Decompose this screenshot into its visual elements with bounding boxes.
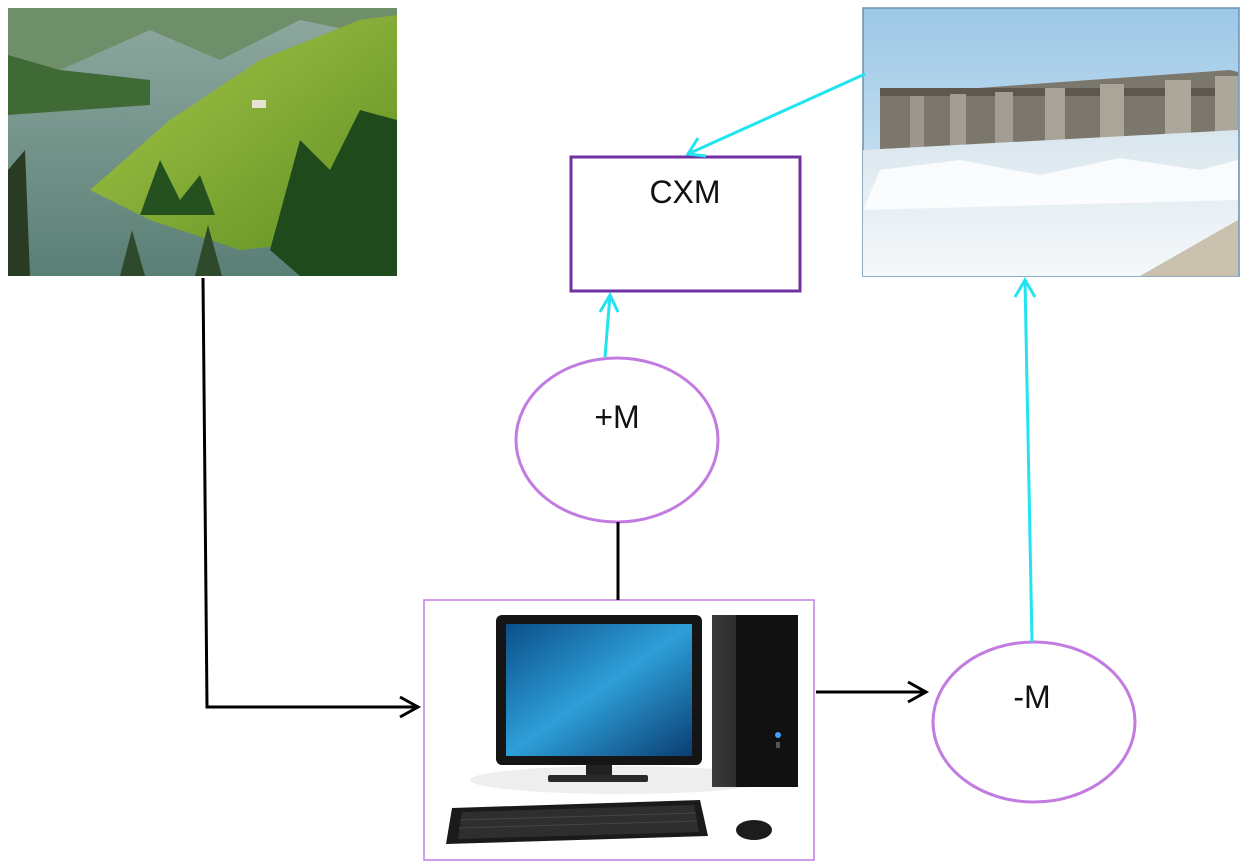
dam-to-cxm-arrow [687, 72, 866, 156]
plus-m-node: +M [514, 356, 720, 524]
dam-to-cxm-arrowhead [685, 137, 707, 158]
cxm-box: CXM [569, 155, 802, 293]
minus-m-node: -M [931, 640, 1137, 804]
plus-m-to-cxm-arrowhead [598, 291, 620, 313]
dam-spillway-photo [862, 7, 1240, 277]
lake-landscape-photo [8, 8, 397, 276]
plus-m-label: +M [594, 399, 639, 435]
computer-image [423, 599, 815, 861]
lake-to-computer-arrowhead [399, 695, 422, 719]
lake-to-computer-arrow [201, 277, 418, 709]
cyan-connectors [598, 72, 1037, 643]
cxm-label: CXM [649, 174, 720, 210]
plus-m-to-cxm-arrow [603, 294, 612, 358]
computer-to-minus-m-arrowhead [907, 680, 930, 704]
minus-m-label: -M [1013, 679, 1050, 715]
minus-m-to-dam-arrowhead [1013, 277, 1037, 298]
minus-m-to-dam-arrow [1023, 279, 1034, 643]
black-connectors [201, 277, 930, 719]
